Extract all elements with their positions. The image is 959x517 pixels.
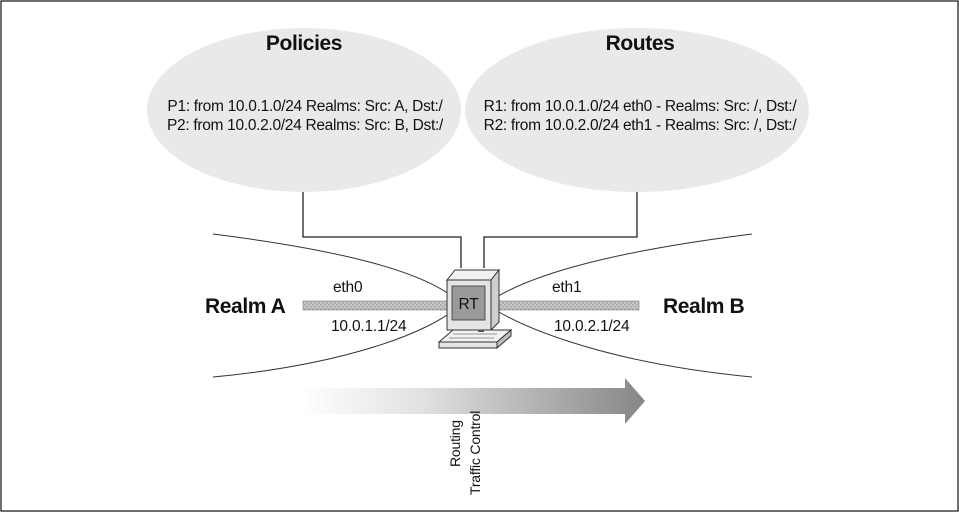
eth0-label: eth0	[333, 279, 363, 296]
routing-label: Routing	[447, 420, 463, 467]
policies-bubble	[147, 28, 461, 192]
realm-a-name: Realm A	[205, 295, 286, 318]
policy-line-p1: P1: from 10.0.1.0/24 Realms: Src: A, Dst…	[167, 98, 443, 115]
eth1-link	[489, 300, 640, 311]
flow-arrow	[300, 378, 645, 424]
realm-a-address: 10.0.1.1/24	[331, 318, 407, 335]
eth0-link	[302, 300, 452, 311]
computer-icon	[437, 268, 513, 350]
realm-b-name: Realm B	[663, 295, 744, 318]
policy-line-p2: P2: from 10.0.2.0/24 Realms: Src: B, Dst…	[167, 117, 444, 134]
router-label: RT	[459, 296, 480, 313]
policies-connector	[302, 192, 462, 268]
policies-title: Policies	[266, 32, 342, 55]
route-line-r2: R2: from 10.0.2.0/24 eth1 - Realms: Src:…	[484, 117, 798, 134]
routes-bubble	[465, 28, 809, 192]
routes-connector	[483, 192, 638, 268]
traffic-control-label: Traffic Control	[467, 411, 483, 495]
eth1-label: eth1	[552, 279, 581, 296]
realm-b-address: 10.0.2.1/24	[554, 318, 630, 335]
routes-title: Routes	[606, 32, 675, 55]
route-line-r1: R1: from 10.0.1.0/24 eth0 - Realms: Src:…	[484, 98, 798, 115]
